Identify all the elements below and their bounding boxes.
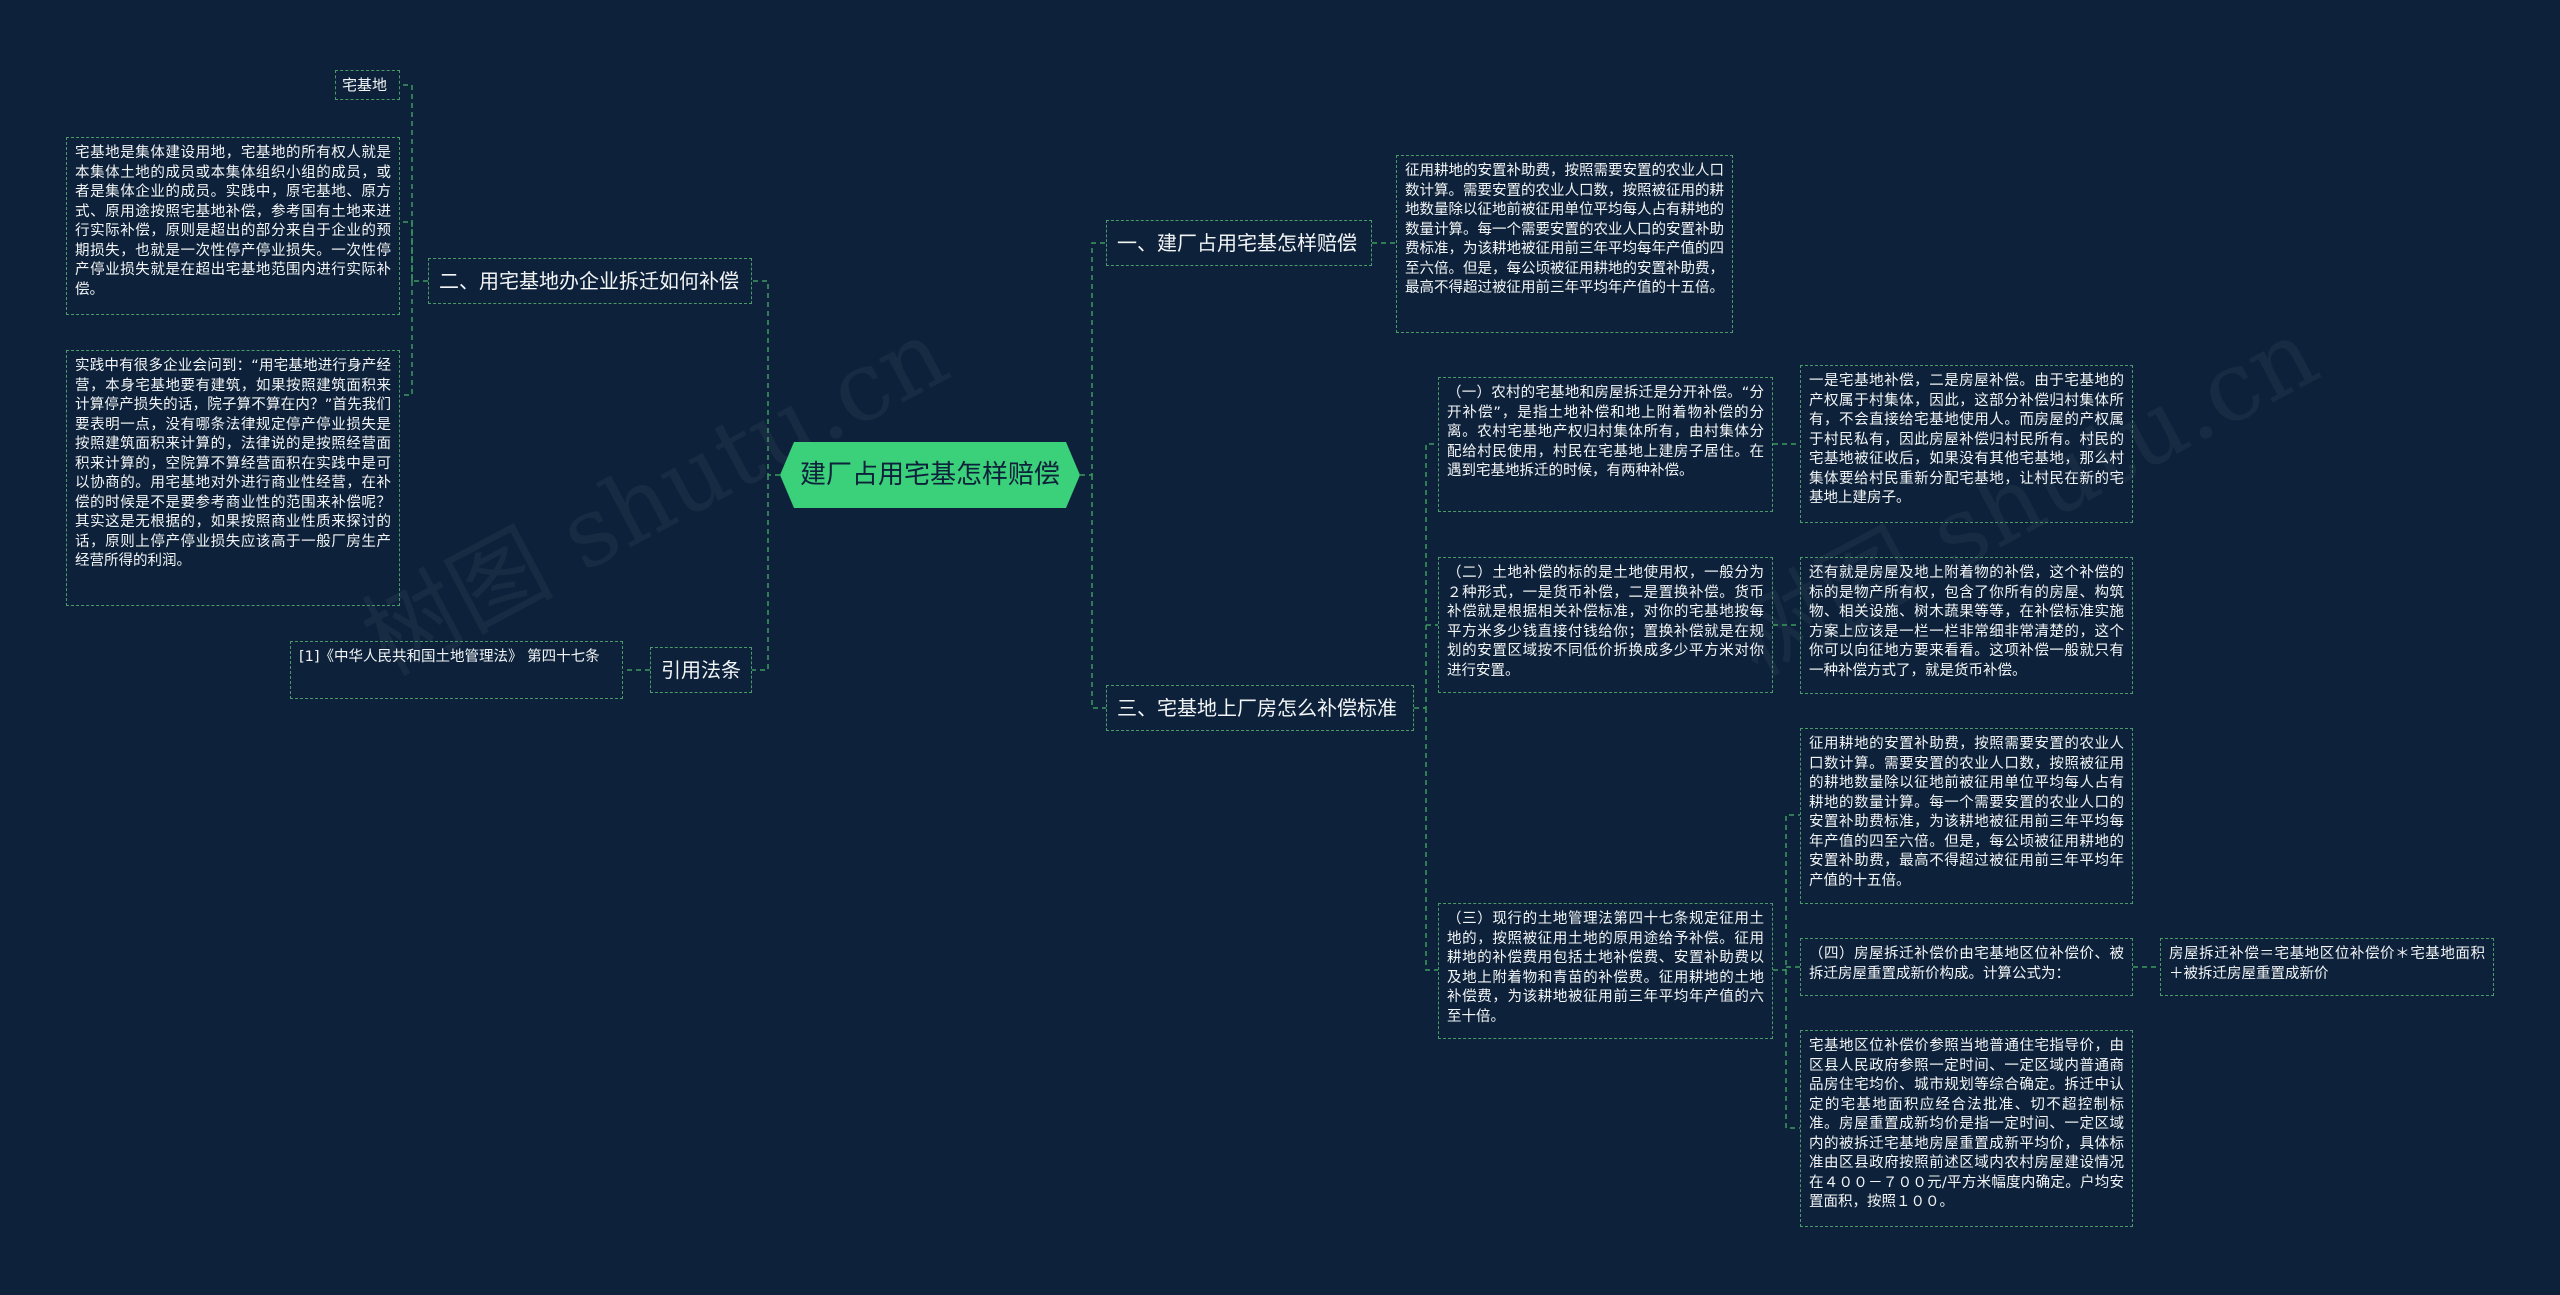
text-homestead-house-compensation[interactable]: 一是宅基地补偿，二是房屋补偿。由于宅基地的产权属于村集体，因此，这部分补偿归村集… bbox=[1800, 365, 2133, 523]
root-topic[interactable]: 建厂占用宅基怎样赔偿 bbox=[780, 442, 1080, 508]
text-separate-compensation[interactable]: （一）农村的宅基地和房屋拆迁是分开补偿。“分开补偿”，是指土地补偿和地上附着物补… bbox=[1438, 377, 1773, 512]
text-enterprise-question[interactable]: 实践中有很多企业会问到：“用宅基地进行身产经营，本身宅基地要有建筑，如果按照建筑… bbox=[66, 350, 400, 606]
text-location-price-explanation[interactable]: 宅基地区位补偿价参照当地普通住宅指导价，由区县人民政府参照一定时间、一定区域内普… bbox=[1800, 1030, 2133, 1227]
text-law-reference[interactable]: [1]《中华人民共和国土地管理法》 第四十七条 bbox=[290, 641, 623, 699]
branch-compensation-method[interactable]: 一、建厂占用宅基怎样赔偿 bbox=[1106, 220, 1372, 266]
text-resettlement-subsidy-repeat[interactable]: 征用耕地的安置补助费，按照需要安置的农业人口数计算。需要安置的农业人口数，按照被… bbox=[1800, 728, 2133, 904]
branch-rural-enterprise-demolition[interactable]: 二、用宅基地办企业拆迁如何补偿 bbox=[428, 258, 752, 304]
text-resettlement-subsidy[interactable]: 征用耕地的安置补助费，按照需要安置的农业人口数计算。需要安置的农业人口数，按照被… bbox=[1396, 155, 1733, 333]
label-homestead[interactable]: 宅基地 bbox=[335, 70, 400, 100]
text-house-demolition-price[interactable]: （四）房屋拆迁补偿价由宅基地区位补偿价、被拆迁房屋重置成新价构成。计算公式为： bbox=[1800, 938, 2133, 996]
text-land-use-right-compensation[interactable]: （二）土地补偿的标的是土地使用权，一般分为２种形式，一是货币补偿，二是置换补偿。… bbox=[1438, 557, 1773, 693]
text-land-admin-law-article47[interactable]: （三）现行的土地管理法第四十七条规定征用土地的，按照被征用土地的原用途给予补偿。… bbox=[1438, 903, 1773, 1039]
branch-factory-compensation-standard[interactable]: 三、宅基地上厂房怎么补偿标准 bbox=[1106, 685, 1414, 731]
text-homestead-definition[interactable]: 宅基地是集体建设用地，宅基地的所有权人就是本集体土地的成员或本集体组织小组的成员… bbox=[66, 137, 400, 315]
text-compensation-formula[interactable]: 房屋拆迁补偿＝宅基地区位补偿价＊宅基地面积＋被拆迁房屋重置成新价 bbox=[2160, 938, 2494, 996]
branch-cited-law[interactable]: 引用法条 bbox=[650, 647, 752, 693]
text-attachments-compensation[interactable]: 还有就是房屋及地上附着物的补偿，这个补偿的标的是物产所有权，包含了你所有的房屋、… bbox=[1800, 557, 2133, 694]
